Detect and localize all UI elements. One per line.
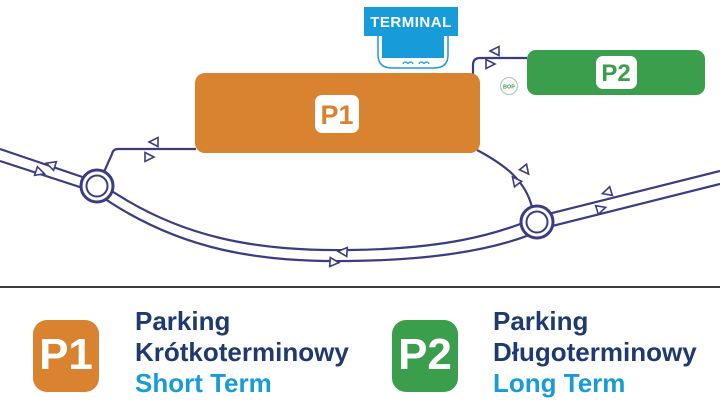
arrow-left-road-out [44,160,58,172]
p2-parking-lot: P2 [527,50,705,95]
left-roundabout-inner [85,174,109,198]
arrow-arc-west [336,246,349,258]
legend-p1-badge: P1 [33,320,99,392]
legend-p2-line3: Long Term [493,368,626,398]
traffic-arrows [33,45,614,268]
roundabouts [79,168,555,240]
arrow-p2-access-out [488,45,500,57]
terminal-door-icons [402,61,430,65]
arrow-p1-access-in [144,151,156,163]
p2-lot-badge [596,56,637,89]
arrow-diag-in [600,185,614,197]
p1-access-road [102,147,196,173]
legend-p2-line1: Parking [493,306,589,336]
bop-badge-label: BOP [503,85,515,91]
p1-lot-label: P1 [320,100,353,130]
arrow-diag-out [594,204,608,216]
road-map-canvas: TERMINAL P1 P2 BOP [0,7,720,268]
legend-p1-line2: Krótkoterminowy [135,337,349,367]
legend-p2-line2: Długoterminowy [493,337,697,367]
bop-badge: BOP [500,77,518,95]
main-road-lower [0,159,720,263]
legend-p2-text: Parking Długoterminowy Long Term [493,306,697,399]
p2-lot-label: P2 [601,60,630,87]
door-icon [402,61,414,65]
arrow-p1-access-out [147,136,159,148]
p1-parking-lot: P1 [195,73,480,153]
legend-p2-badge: P2 [392,320,458,392]
legend-divider [0,286,720,288]
arrow-left-road-in [33,165,47,177]
arrow-curve-up [511,175,524,189]
arrow-p2-access-in [485,58,497,70]
terminal-header-block [364,7,458,36]
terminal-building: TERMINAL [364,7,458,69]
terminal-label: TERMINAL [370,14,452,31]
p2-access-road [471,56,527,75]
arrow-arc-east [328,256,341,268]
legend-p1-text: Parking Krótkoterminowy Short Term [135,306,349,399]
door-icon [418,61,430,65]
arrow-curve-down [517,162,530,176]
p1-lot-badge [315,95,359,133]
legend-p1-line3: Short Term [135,368,272,398]
legend-p1-line1: Parking [135,306,231,336]
right-roundabout-inner [525,210,549,234]
bop-badge-circle [500,77,518,95]
p1-roundabout-curve [476,149,534,208]
